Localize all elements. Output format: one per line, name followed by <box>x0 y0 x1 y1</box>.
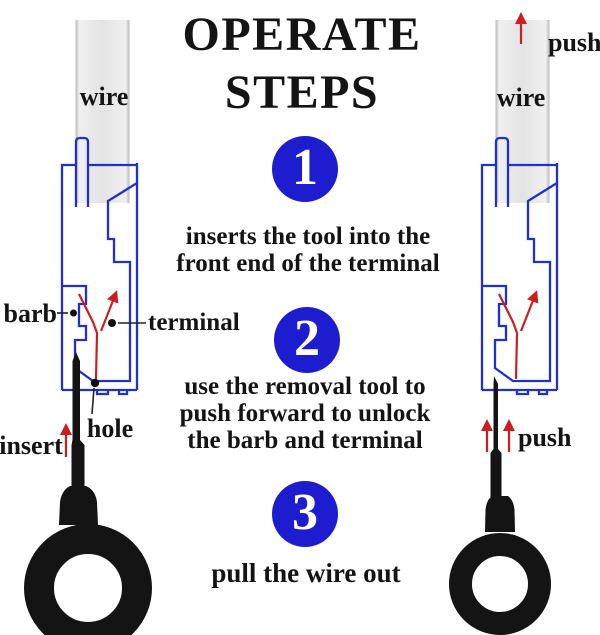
right-terminal-outline <box>480 136 559 396</box>
step-2-line-3: the barb and terminal <box>187 427 423 454</box>
left-barb-red-line <box>78 293 99 380</box>
left-callouts <box>57 309 146 415</box>
step-2-line-1: use the removal tool to <box>184 373 426 400</box>
hole-callout-dot <box>90 378 100 388</box>
step-3-line-1: pull the wire out <box>211 558 401 588</box>
step-2-text: use the removal tool to push forward to … <box>180 373 431 454</box>
insert-label: insert <box>0 431 63 460</box>
left-wire <box>75 20 130 203</box>
step-1-badge: 1 <box>272 136 338 202</box>
left-unlock-arrow-icon <box>99 290 119 332</box>
poster-title-line1: OPERATE <box>182 8 422 61</box>
right-tool-ring-handle <box>449 533 551 635</box>
barb-label: barb <box>3 299 57 328</box>
right-barb-red-line <box>498 293 519 380</box>
step-2-badge: 2 <box>274 307 340 373</box>
step-3-text: pull the wire out <box>211 560 400 587</box>
step-1-line-2: front end of the terminal <box>176 250 440 277</box>
right-unlock-arrow-icon <box>519 290 539 332</box>
right-wire <box>495 20 550 203</box>
push-bottom-label: push <box>518 423 572 452</box>
right-wire-label: wire <box>496 83 546 112</box>
hole-label: hole <box>86 414 134 443</box>
poster-title-line2: STEPS <box>224 66 380 119</box>
right-removal-tool <box>449 376 551 635</box>
right-push-bottom-arrows-icon <box>480 418 516 452</box>
step-1-number: 1 <box>292 139 318 196</box>
barb-callout-dot <box>70 309 77 317</box>
step-2-line-2: push forward to unlock <box>179 400 431 427</box>
step-3-badge: 3 <box>272 481 338 547</box>
left-wire-label: wire <box>79 82 129 111</box>
hole-callout-line <box>91 387 95 415</box>
left-tool-ring-handle <box>24 524 152 635</box>
left-terminal-outline <box>60 136 139 396</box>
terminal-label: terminal <box>148 309 240 336</box>
push-top-label: push <box>548 28 600 57</box>
left-removal-tool <box>24 352 152 635</box>
step-1-line-1: inserts the tool into the <box>185 223 431 250</box>
step-3-number: 3 <box>292 484 318 541</box>
step-2-number: 2 <box>294 310 320 367</box>
step-1-text: inserts the tool into the front end of t… <box>176 223 439 277</box>
terminal-callout-dot <box>108 319 116 327</box>
